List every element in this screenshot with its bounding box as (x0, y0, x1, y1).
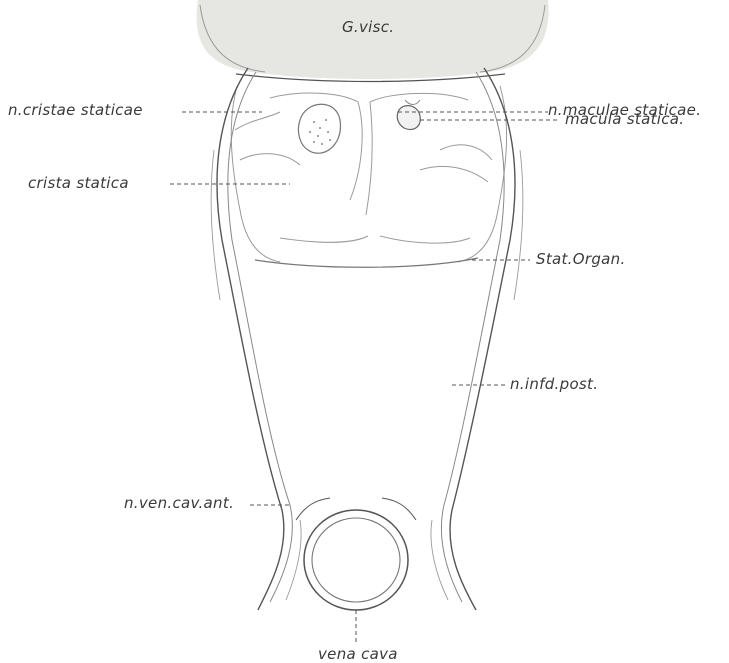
label-vena-cava: vena cava (318, 645, 398, 663)
label-macula-statica: macula statica. (565, 110, 684, 128)
body-outline (217, 68, 515, 610)
label-n-ven-cav-ant: n.ven.cav.ant. (124, 494, 234, 512)
statocyst-organ (231, 86, 506, 267)
vena-cava-ring (296, 498, 416, 610)
macula-statica-shape (397, 100, 420, 130)
label-crista-statica: crista statica (28, 174, 129, 192)
visceral-ganglion (197, 0, 549, 82)
label-n-infd-post: n.infd.post. (510, 375, 598, 393)
label-n-cristae-staticae: n.cristae staticae (8, 101, 143, 119)
label-g-visc: G.visc. (342, 18, 394, 36)
label-stat-organ: Stat.Organ. (536, 250, 626, 268)
crista-statica-shape (298, 104, 340, 153)
